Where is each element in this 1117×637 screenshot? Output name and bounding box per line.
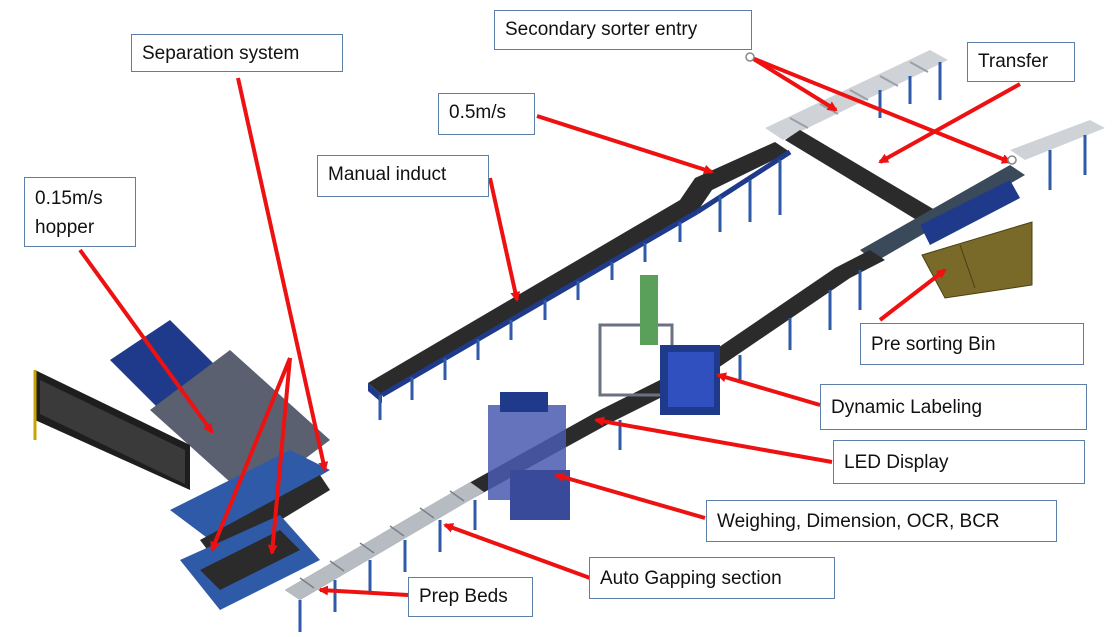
label-speed-fast: 0.5m/s — [438, 93, 535, 135]
label-weighing: Weighing, Dimension, OCR, BCR — [706, 500, 1057, 542]
secondary-sorter — [765, 50, 1105, 222]
label-led-display: LED Display — [833, 440, 1085, 484]
hopper-speed-text: 0.15m/s — [35, 188, 103, 209]
label-prep-beds: Prep Beds — [408, 577, 533, 617]
labeling-station — [598, 275, 720, 415]
arrow-weighing — [554, 472, 706, 520]
arrow-speed — [536, 114, 714, 175]
arrow-dynamic-labeling — [716, 372, 821, 407]
arrow-manual-induct — [488, 177, 521, 302]
label-dynamic-labeling: Dynamic Labeling — [820, 384, 1087, 430]
arrow-sorter-entry-1 — [750, 56, 838, 112]
arrow-separation-3 — [267, 357, 292, 555]
transfer-anchor-dot — [1007, 155, 1017, 165]
arrow-separation-2 — [210, 357, 292, 552]
arrow-pre-sorting-bin — [878, 268, 947, 322]
hopper-text: hopper — [35, 217, 95, 238]
main-line-conveyor — [285, 250, 885, 632]
arrow-prep-beds — [318, 585, 409, 597]
label-pre-sorting-bin: Pre sorting Bin — [860, 323, 1084, 365]
arrow-led-display — [594, 416, 833, 464]
arrow-hopper — [78, 248, 214, 434]
weighing-station — [488, 392, 570, 520]
arrow-sorter-entry-2 — [751, 56, 1012, 164]
label-manual-induct: Manual induct — [317, 155, 489, 197]
label-secondary-sorter-entry: Secondary sorter entry — [494, 10, 752, 50]
label-transfer: Transfer — [967, 42, 1075, 82]
pre-sorter-conveyor — [860, 165, 1033, 299]
label-separation-system: Separation system — [131, 34, 343, 72]
manual-induct-conveyor — [368, 142, 792, 420]
arrow-separation-1 — [236, 77, 329, 472]
label-hopper: 0.15m/s hopper — [24, 177, 136, 247]
safety-fence — [33, 370, 190, 490]
sorter-entry-anchor-dot — [745, 52, 755, 62]
label-auto-gapping: Auto Gapping section — [589, 557, 835, 599]
arrow-auto-gapping — [443, 523, 591, 580]
arrow-transfer — [878, 82, 1021, 164]
